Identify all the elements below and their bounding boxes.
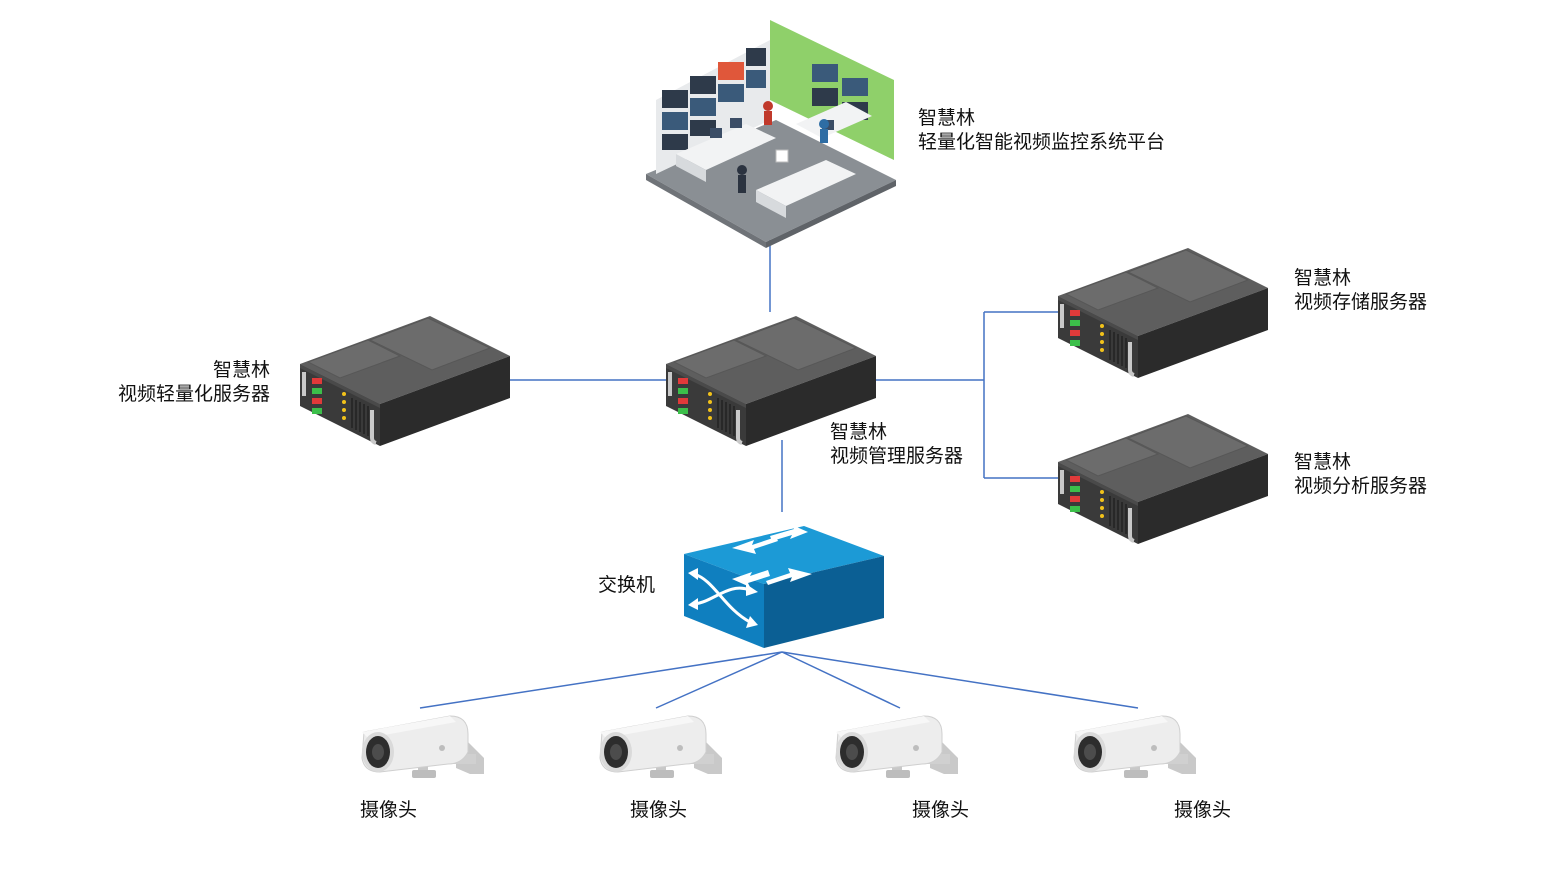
link-switch-camera-1 — [419, 651, 783, 709]
camera-label-3: 摄像头 — [912, 799, 970, 821]
platform-label-line1: 智慧林 — [918, 107, 976, 129]
camera-label-2: 摄像头 — [630, 799, 688, 821]
camera-icon — [361, 715, 485, 779]
link-switch-camera-2 — [655, 651, 783, 709]
analysis-server-icon — [1056, 412, 1270, 546]
control-room-icon — [645, 19, 897, 249]
network-switch-icon — [682, 523, 886, 650]
lightweight-server-label-line1: 智慧林 — [212, 359, 270, 381]
analysis-server-label-line2: 视频分析服务器 — [1294, 475, 1428, 497]
link-switch-camera-3 — [781, 651, 901, 709]
link-switch-camera-4 — [781, 651, 1139, 709]
switch-label: 交换机 — [598, 574, 656, 596]
storage-server-label-line2: 视频存储服务器 — [1294, 291, 1428, 313]
lightweight-server-label-line2: 视频轻量化服务器 — [117, 383, 270, 405]
camera-label-1: 摄像头 — [360, 799, 418, 821]
camera-icon — [1073, 715, 1197, 779]
lightweight-server-icon — [298, 314, 512, 448]
analysis-server-label-line1: 智慧林 — [1294, 451, 1352, 473]
lightweight-server-label: 智慧林 视频轻量化服务器 — [118, 358, 270, 406]
management-server-label: 智慧林 视频管理服务器 — [830, 420, 963, 468]
camera-label-4: 摄像头 — [1174, 799, 1232, 821]
storage-server-label-line1: 智慧林 — [1294, 267, 1352, 289]
camera-icon — [599, 715, 723, 779]
management-server-label-line1: 智慧林 — [830, 421, 888, 443]
storage-server-icon — [1056, 246, 1270, 380]
platform-label: 智慧林 轻量化智能视频监控系统平台 — [918, 106, 1165, 154]
analysis-server-label: 智慧林 视频分析服务器 — [1294, 450, 1427, 498]
camera-icon — [835, 715, 959, 779]
storage-server-label: 智慧林 视频存储服务器 — [1294, 266, 1427, 314]
platform-label-line2: 轻量化智能视频监控系统平台 — [918, 131, 1166, 153]
management-server-label-line2: 视频管理服务器 — [830, 445, 964, 467]
